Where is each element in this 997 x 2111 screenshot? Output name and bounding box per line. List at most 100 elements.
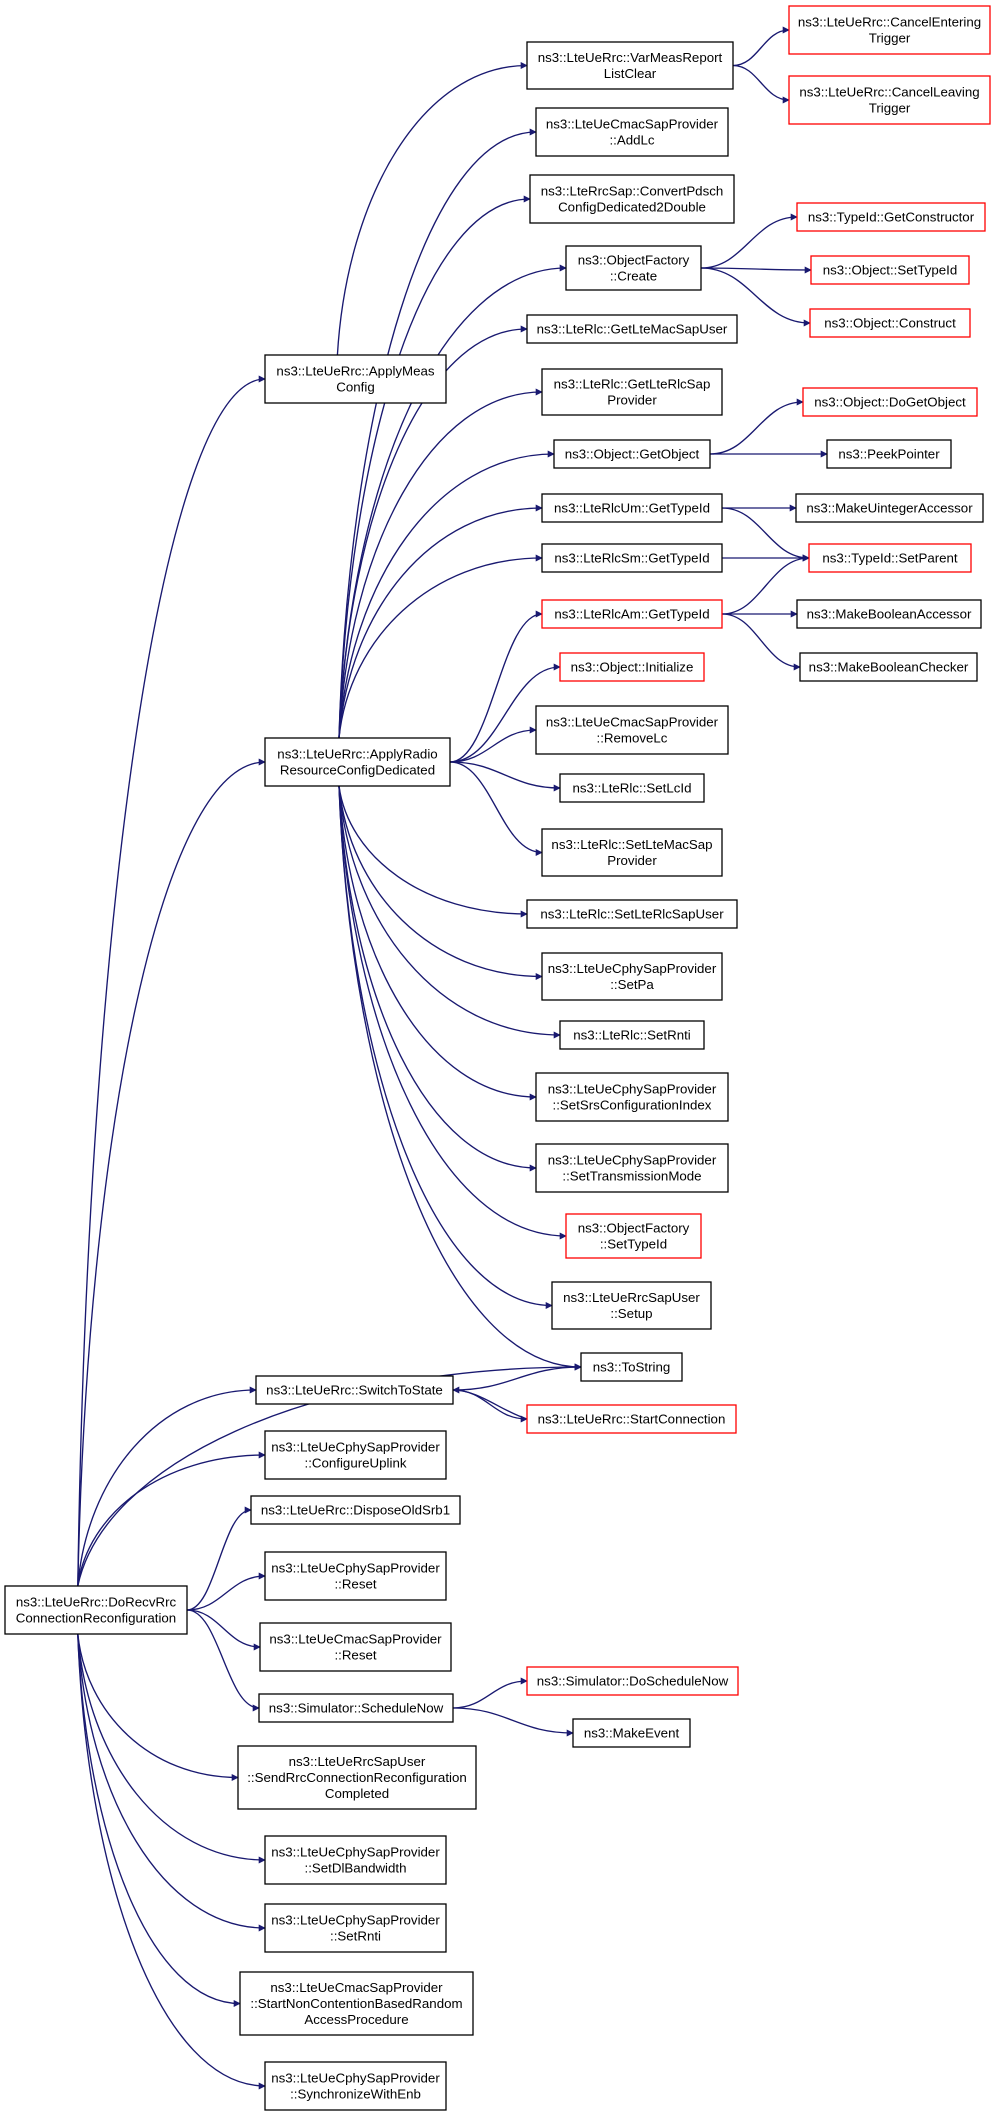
node-get-object[interactable]: ns3::Object::GetObject	[553, 439, 711, 469]
node-get-lte-mac-sap-user[interactable]: ns3::LteRlc::GetLteMacSapUser	[526, 314, 738, 344]
node-box	[796, 599, 982, 629]
node-box	[788, 5, 991, 55]
edge-root-to-send-rrc-complete	[77, 1633, 239, 1781]
edge-rlc-am-get-type-id-to-set-parent	[721, 554, 810, 615]
node-get-constructor[interactable]: ns3::TypeId::GetConstructor	[796, 202, 986, 232]
edge-root-to-apply-radio	[77, 758, 266, 1587]
node-label: ns3::LteUeCmacSapProvider	[269, 1632, 442, 1647]
node-box	[526, 899, 738, 929]
edge-root-to-start-non-contention	[77, 1633, 241, 2007]
node-box	[526, 41, 734, 90]
node-box	[258, 1693, 454, 1723]
node-set-transmission-mode[interactable]: ns3::LteUeCphySapProvider::SetTransmissi…	[535, 1143, 729, 1193]
node-schedule-now[interactable]: ns3::Simulator::ScheduleNow	[258, 1693, 454, 1723]
node-of-set-type-id[interactable]: ns3::ObjectFactory::SetTypeId	[565, 1213, 702, 1259]
node-set-lc-id[interactable]: ns3::LteRlc::SetLcId	[559, 773, 705, 803]
node-set-pa[interactable]: ns3::LteUeCphySapProvider::SetPa	[541, 952, 723, 1001]
node-box	[541, 599, 723, 629]
node-box	[526, 1666, 739, 1696]
node-start-connection[interactable]: ns3::LteUeRrc::StartConnection	[526, 1404, 737, 1434]
node-box	[237, 1745, 477, 1810]
node-cphy-set-rnti[interactable]: ns3::LteUeCphySapProvider::SetRnti	[264, 1903, 447, 1953]
node-set-parent[interactable]: ns3::TypeId::SetParent	[808, 543, 972, 573]
node-rlc-um-get-type-id[interactable]: ns3::LteRlcUm::GetTypeId	[541, 493, 723, 523]
node-label: ns3::LteUeRrc::StartConnection	[538, 1412, 726, 1427]
node-label: ns3::Object::Construct	[824, 316, 956, 331]
node-box	[255, 1375, 454, 1405]
node-box	[799, 652, 978, 682]
node-label: ::AddLc	[609, 133, 654, 148]
node-label: ns3::LteRlc::SetLcId	[573, 781, 692, 796]
node-rlc-set-rnti[interactable]: ns3::LteRlc::SetRnti	[559, 1020, 705, 1050]
edge-root-to-synchronize-with-enb	[77, 1633, 266, 2090]
node-of-create[interactable]: ns3::ObjectFactory::Create	[565, 245, 702, 291]
node-label: ns3::LteUeCmacSapProvider	[270, 1980, 443, 1995]
node-label: ConfigDedicated2Double	[558, 200, 706, 215]
node-label: Trigger	[869, 31, 911, 46]
node-set-dl-bandwidth[interactable]: ns3::LteUeCphySapProvider::SetDlBandwidt…	[264, 1835, 447, 1885]
node-synchronize-with-enb[interactable]: ns3::LteUeCphySapProvider::SynchronizeWi…	[264, 2061, 447, 2111]
node-do-get-object[interactable]: ns3::Object::DoGetObject	[802, 387, 978, 417]
node-label: ns3::LteUeCmacSapProvider	[546, 117, 719, 132]
node-switch-to-state[interactable]: ns3::LteUeRrc::SwitchToState	[255, 1375, 454, 1405]
edge-root-to-to-string	[77, 1363, 582, 1587]
node-box	[565, 1213, 702, 1259]
node-cphy-reset[interactable]: ns3::LteUeCphySapProvider::Reset	[264, 1551, 447, 1601]
node-make-uinteger-accessor[interactable]: ns3::MakeUintegerAccessor	[795, 493, 984, 523]
node-set-srs-config-index[interactable]: ns3::LteUeCphySapProvider::SetSrsConfigu…	[535, 1072, 729, 1122]
node-apply-radio[interactable]: ns3::LteUeRrc::ApplyRadioResourceConfigD…	[264, 737, 451, 787]
node-label: ns3::ToString	[593, 1360, 671, 1375]
node-obj-initialize[interactable]: ns3::Object::Initialize	[559, 652, 705, 682]
node-dispose-old-srb1[interactable]: ns3::LteUeRrc::DisposeOldSrb1	[250, 1495, 461, 1525]
node-box	[541, 952, 723, 1001]
node-label: ns3::LteUeRrc::DisposeOldSrb1	[261, 1503, 450, 1518]
node-obj-set-type-id[interactable]: ns3::Object::SetTypeId	[810, 255, 970, 285]
node-to-string[interactable]: ns3::ToString	[580, 1352, 683, 1382]
node-label: ListClear	[604, 66, 657, 81]
node-make-event[interactable]: ns3::MakeEvent	[572, 1718, 691, 1748]
node-label: ns3::Simulator::ScheduleNow	[269, 1701, 444, 1716]
node-rlc-am-get-type-id[interactable]: ns3::LteRlcAm::GetTypeId	[541, 599, 723, 629]
node-label: ns3::TypeId::SetParent	[822, 551, 958, 566]
node-label: ::SetSrsConfigurationIndex	[553, 1098, 712, 1113]
edge-apply-radio-to-obj-initialize	[449, 663, 561, 763]
node-do-schedule-now[interactable]: ns3::Simulator::DoScheduleNow	[526, 1666, 739, 1696]
node-obj-construct[interactable]: ns3::Object::Construct	[809, 308, 971, 338]
node-box	[264, 1551, 447, 1601]
node-start-non-contention[interactable]: ns3::LteUeCmacSapProvider::StartNonConte…	[239, 1971, 474, 2036]
node-box	[580, 1352, 683, 1382]
node-label: ns3::LteUeRrc::DoRecvRrc	[16, 1595, 177, 1610]
edge-apply-radio-to-get-lte-mac-sap-user	[338, 325, 528, 739]
node-peek-pointer[interactable]: ns3::PeekPointer	[826, 439, 952, 469]
node-box	[559, 652, 705, 682]
edge-root-to-cphy-reset	[186, 1572, 266, 1611]
node-set-lte-rlc-sap-user[interactable]: ns3::LteRlc::SetLteRlcSapUser	[526, 899, 738, 929]
node-rrc-sap-user-setup[interactable]: ns3::LteUeRrcSapUser::Setup	[551, 1281, 712, 1330]
node-send-rrc-complete[interactable]: ns3::LteUeRrcSapUser::SendRrcConnectionR…	[237, 1745, 477, 1810]
node-convert-pdsch[interactable]: ns3::LteRrcSap::ConvertPdschConfigDedica…	[529, 174, 735, 224]
node-label: ns3::LteRrcSap::ConvertPdsch	[541, 184, 724, 199]
node-make-boolean-accessor[interactable]: ns3::MakeBooleanAccessor	[796, 599, 982, 629]
edge-apply-radio-to-set-lc-id	[449, 761, 561, 792]
edge-apply-radio-to-get-lte-rlc-sap-provider	[338, 388, 543, 739]
node-root[interactable]: ns3::LteUeRrc::DoRecvRrcConnectionReconf…	[4, 1585, 188, 1635]
node-label: ns3::LteRlc::SetLteMacSap	[551, 837, 712, 852]
node-cmac-reset[interactable]: ns3::LteUeCmacSapProvider::Reset	[259, 1622, 452, 1672]
node-add-lc[interactable]: ns3::LteUeCmacSapProvider::AddLc	[535, 107, 729, 157]
node-configure-uplink[interactable]: ns3::LteUeCphySapProvider::ConfigureUpli…	[264, 1430, 447, 1480]
node-label: ::Reset	[334, 1577, 376, 1592]
node-box	[264, 1430, 447, 1480]
node-label: ns3::Object::DoGetObject	[814, 395, 966, 410]
node-rlc-sm-get-type-id[interactable]: ns3::LteRlcSm::GetTypeId	[541, 543, 723, 573]
edge-apply-meas-to-var-meas-report	[336, 62, 528, 356]
edge-apply-radio-to-convert-pdsch	[338, 195, 531, 739]
node-make-boolean-checker[interactable]: ns3::MakeBooleanChecker	[799, 652, 978, 682]
node-remove-lc[interactable]: ns3::LteUeCmacSapProvider::RemoveLc	[535, 705, 729, 755]
node-label: ns3::LteRlc::SetLteRlcSapUser	[540, 907, 724, 922]
